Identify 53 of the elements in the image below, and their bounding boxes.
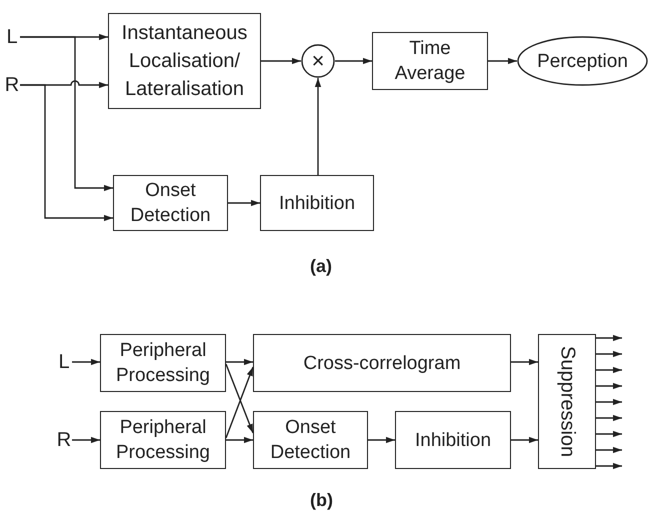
box-label: Peripheral Processing xyxy=(115,339,211,388)
arrow xyxy=(335,58,372,64)
process-box xyxy=(260,175,374,231)
arrow xyxy=(20,36,113,192)
process-box xyxy=(100,411,226,469)
process-box xyxy=(108,13,261,109)
process-box xyxy=(113,175,228,231)
arrow xyxy=(72,436,100,444)
arrow xyxy=(72,358,100,366)
process-box xyxy=(100,334,226,392)
process-box xyxy=(253,334,511,392)
arrow xyxy=(20,84,113,222)
input-label: L xyxy=(56,351,72,373)
box-label: Suppression xyxy=(556,346,580,458)
box-label: Time Average xyxy=(394,37,466,86)
box-label: Inhibition xyxy=(278,192,356,216)
box-label: Instantaneous Localisation/ Lateralisation xyxy=(120,21,248,102)
subfigure-label: (b) xyxy=(310,490,333,511)
box-label: Peripheral Processing xyxy=(115,416,211,465)
arrow xyxy=(511,436,538,444)
box-label: Inhibition xyxy=(414,428,492,452)
process-box xyxy=(538,334,596,469)
output-ellipse xyxy=(517,36,648,86)
output-arrow xyxy=(596,334,622,342)
output-arrow xyxy=(596,366,622,374)
output-arrow xyxy=(596,398,622,406)
output-arrow xyxy=(596,462,622,470)
process-box xyxy=(253,411,368,469)
box-label: Cross-correlogram xyxy=(303,352,461,376)
multiplier-circle xyxy=(301,44,335,78)
output-arrow xyxy=(596,446,622,454)
arrow xyxy=(368,436,395,444)
multiply-symbol: × xyxy=(312,50,324,72)
arrow xyxy=(314,78,322,175)
input-label: L xyxy=(4,26,20,48)
arrow xyxy=(226,436,253,444)
output-arrow xyxy=(596,382,622,390)
box-label: Onset Detection xyxy=(269,416,352,465)
process-box xyxy=(395,411,511,469)
arrow xyxy=(261,58,301,64)
output-arrow xyxy=(596,350,622,358)
output-arrow xyxy=(596,414,622,422)
arrow xyxy=(488,58,517,64)
arrow xyxy=(511,358,538,366)
arrow xyxy=(226,358,253,366)
arrow xyxy=(228,200,260,206)
input-label: R xyxy=(56,429,72,451)
subfigure-label: (a) xyxy=(310,256,332,277)
output-arrow xyxy=(596,430,622,438)
process-box xyxy=(372,32,488,90)
input-label: R xyxy=(4,74,20,96)
box-label: Onset Detection xyxy=(129,179,212,228)
box-label: Perception xyxy=(537,50,628,74)
